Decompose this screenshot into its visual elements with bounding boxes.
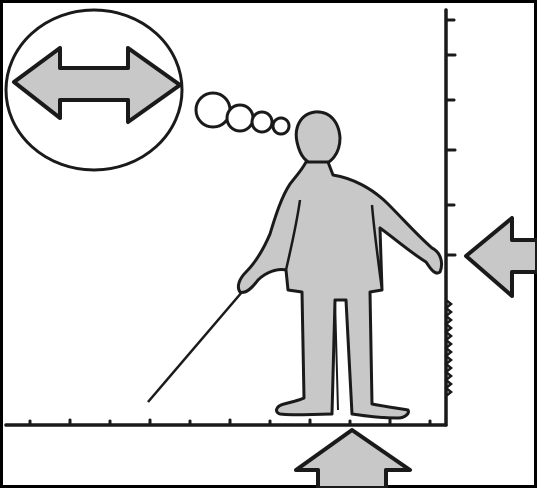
illustration-frame <box>0 0 537 488</box>
diagram-canvas <box>0 0 537 488</box>
